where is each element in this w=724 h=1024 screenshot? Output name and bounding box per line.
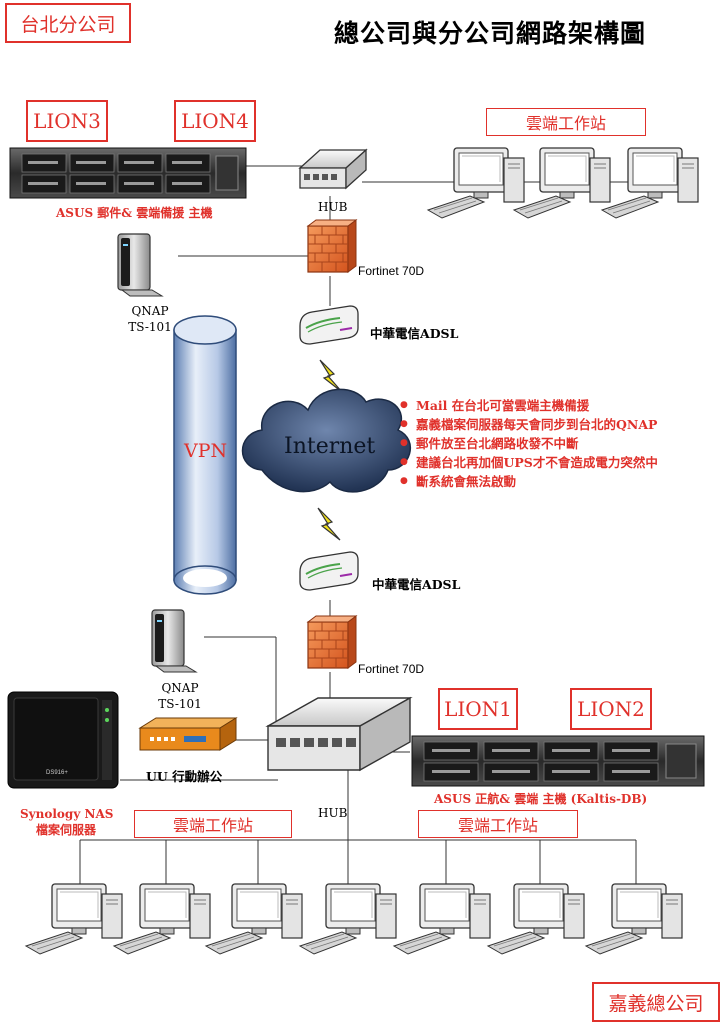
note-item: 建議台北再加個UPS才不會造成電力突然中 (398, 453, 658, 472)
bottom-firewall-label: Fortinet 70D (358, 662, 425, 676)
top-hub-icon (299, 149, 367, 189)
synology-line1: Synology NAS (20, 807, 114, 821)
top-modem-icon (299, 305, 359, 345)
top-pc-1-icon (427, 147, 525, 219)
top-qnap-label: QNAP TS-101 (124, 303, 176, 335)
vpn-tunnel (173, 315, 237, 595)
note-item-continued: 斷系統會無法啟動 (398, 472, 658, 491)
notes-list: Mail 在台北可當雲端主機備援 嘉義檔案伺服器每天會同步到台北的QNAP 郵件… (398, 396, 658, 491)
top-firewall-label: Fortinet 70D (358, 264, 425, 278)
bottom-cloud-workstation-box-right: 雲端工作站 (418, 810, 578, 838)
bottom-modem-label: 中華電信ADSL (372, 577, 461, 592)
bottom-firewall-icon (307, 615, 357, 669)
bottom-hub-label: HUB (318, 806, 348, 820)
note-item: 嘉義檔案伺服器每天會同步到台北的QNAP (398, 415, 658, 434)
bottom-lightning-icon (317, 507, 341, 541)
bottom-rack-server (411, 735, 705, 787)
synology-line2: 檔案伺服器 (35, 823, 96, 837)
top-lightning-icon (319, 359, 343, 393)
branch-chiayi-label: 嘉義總公司 (592, 982, 720, 1022)
top-rack-server (9, 147, 247, 199)
top-server-caption: ASUS 郵件& 雲端備援 主機 (56, 206, 213, 220)
top-qnap-line2: TS-101 (128, 320, 172, 334)
top-qnap-icon (117, 233, 163, 297)
branch-taipei-label: 台北分公司 (5, 3, 131, 43)
bottom-pc-3-icon (205, 883, 303, 955)
note-item: 郵件放至台北網路收發不中斷 (398, 434, 658, 453)
internet-label: Internet (284, 434, 376, 459)
bottom-qnap-line2: TS-101 (158, 697, 202, 711)
top-hub-label: HUB (318, 200, 348, 214)
server-box-lion3: LION3 (26, 100, 108, 142)
synology-label: Synology NAS 檔案伺服器 (20, 806, 114, 838)
top-cloud-workstation-box: 雲端工作站 (486, 108, 646, 136)
top-qnap-line1: QNAP (131, 304, 169, 318)
server-box-lion1: LION1 (438, 688, 518, 730)
bottom-pc-4-icon (299, 883, 397, 955)
bottom-pc-6-icon (487, 883, 585, 955)
top-pc-3-icon (601, 147, 699, 219)
uu-device-icon (138, 717, 238, 751)
page-title: 總公司與分公司網路架構圖 (334, 19, 647, 48)
bottom-modem-icon (299, 551, 359, 591)
uu-label: UU 行動辦公 (146, 769, 223, 784)
bottom-cloud-workstation-box-left: 雲端工作站 (134, 810, 292, 838)
server-box-lion2: LION2 (570, 688, 652, 730)
bottom-pc-2-icon (113, 883, 211, 955)
bottom-qnap-label: QNAP TS-101 (154, 680, 206, 712)
synology-nas-icon (7, 691, 119, 789)
bottom-network-lines (79, 600, 637, 885)
note-item: Mail 在台北可當雲端主機備援 (398, 396, 658, 415)
bottom-qnap-line1: QNAP (161, 681, 199, 695)
bottom-pc-5-icon (393, 883, 491, 955)
server-box-lion4: LION4 (174, 100, 256, 142)
bottom-qnap-icon (151, 609, 197, 673)
bottom-hub-icon (265, 696, 413, 772)
note-continued-text: 斷系統會無法啟動 (416, 474, 517, 489)
top-pc-2-icon (513, 147, 611, 219)
bottom-server-caption: ASUS 正航& 雲端 主機 (Kaltis-DB) (434, 792, 648, 806)
top-firewall-icon (307, 219, 357, 273)
top-modem-label: 中華電信ADSL (370, 326, 459, 341)
bottom-pc-1-icon (25, 883, 123, 955)
internet-cloud (241, 388, 411, 493)
bottom-pc-7-icon (585, 883, 683, 955)
synology-model-label: DS916+ (46, 770, 68, 776)
vpn-label: VPN (184, 440, 228, 462)
